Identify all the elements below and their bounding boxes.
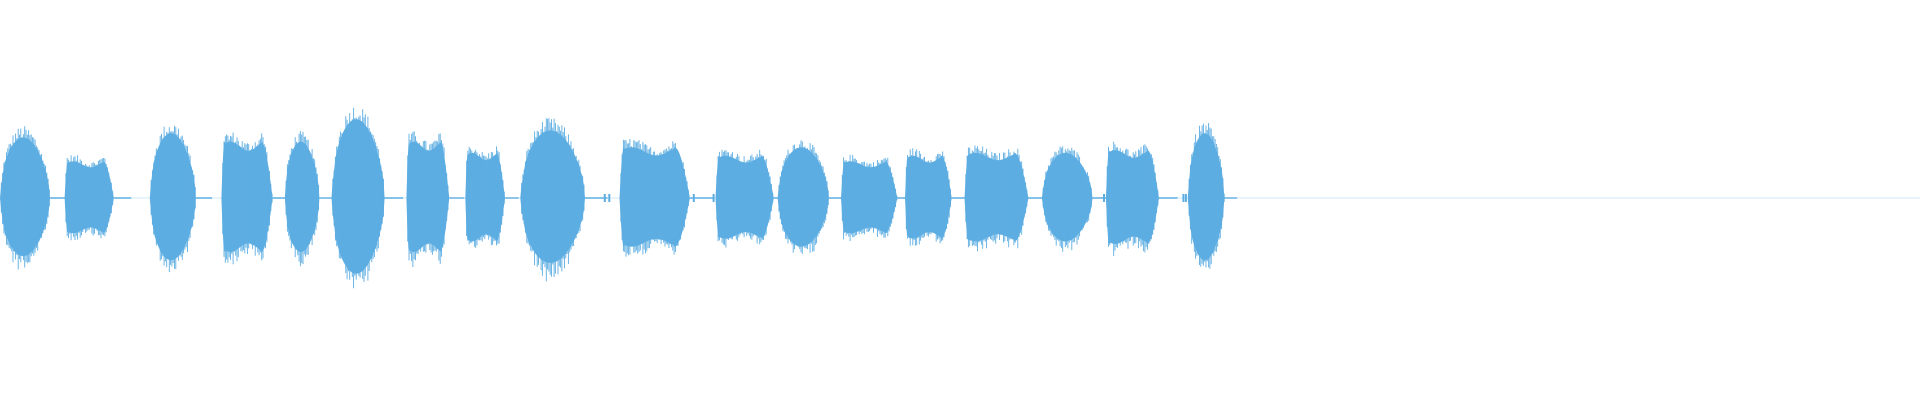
- waveform-segment-spikes: [965, 145, 1028, 252]
- waveform-segments: [0, 107, 1238, 289]
- waveform-segment: [1105, 141, 1178, 256]
- waveform-segment: [905, 148, 968, 246]
- waveform-blips: [227, 194, 1187, 202]
- waveform-segment-spikes: [150, 125, 196, 273]
- waveform-segment: [331, 107, 404, 289]
- waveform-blip: [1184, 194, 1187, 202]
- waveform-segment-spikes: [1106, 141, 1159, 256]
- waveform-segment-spikes: [841, 154, 898, 241]
- waveform-segment: [964, 145, 1051, 252]
- waveform-segment: [149, 125, 212, 273]
- waveform-blip: [1182, 194, 1185, 202]
- waveform-segment-spikes: [285, 131, 320, 267]
- waveform-segment-spikes: [466, 146, 505, 248]
- waveform-segment: [406, 131, 465, 267]
- waveform-segment: [520, 118, 608, 282]
- waveform-blip: [712, 194, 715, 202]
- waveform-blip: [685, 194, 688, 202]
- waveform-segment: [221, 132, 291, 265]
- waveform-segment-spikes: [620, 139, 689, 257]
- waveform-segment-spikes: [905, 148, 951, 246]
- waveform-segment-spikes: [332, 107, 384, 289]
- waveform-segment: [1041, 146, 1111, 252]
- waveform-segment: [777, 140, 847, 254]
- waveform-segment: [715, 149, 795, 248]
- waveform-segment-spikes: [716, 149, 774, 248]
- waveform-segment: [0, 126, 68, 270]
- waveform-segment-spikes: [65, 155, 114, 241]
- waveform-segment-spikes: [778, 140, 829, 254]
- waveform-segment-spikes: [1188, 123, 1225, 269]
- waveform-segment: [284, 131, 332, 267]
- waveform-segment-spikes: [1042, 146, 1092, 252]
- waveform-segment-spikes: [222, 132, 273, 265]
- waveform-segment: [1187, 123, 1238, 269]
- waveform-blip: [1103, 194, 1105, 202]
- waveform-segment: [619, 139, 715, 257]
- waveform-segment: [64, 155, 132, 241]
- waveform-blip: [603, 194, 606, 202]
- waveform-segment: [465, 146, 519, 248]
- waveform-segment-spikes: [0, 126, 50, 270]
- waveform-blip: [227, 194, 230, 202]
- waveform-blip: [692, 194, 695, 202]
- waveform-segment-spikes: [407, 131, 449, 267]
- waveform-blip: [608, 194, 611, 202]
- waveform-segment-spikes: [521, 118, 585, 282]
